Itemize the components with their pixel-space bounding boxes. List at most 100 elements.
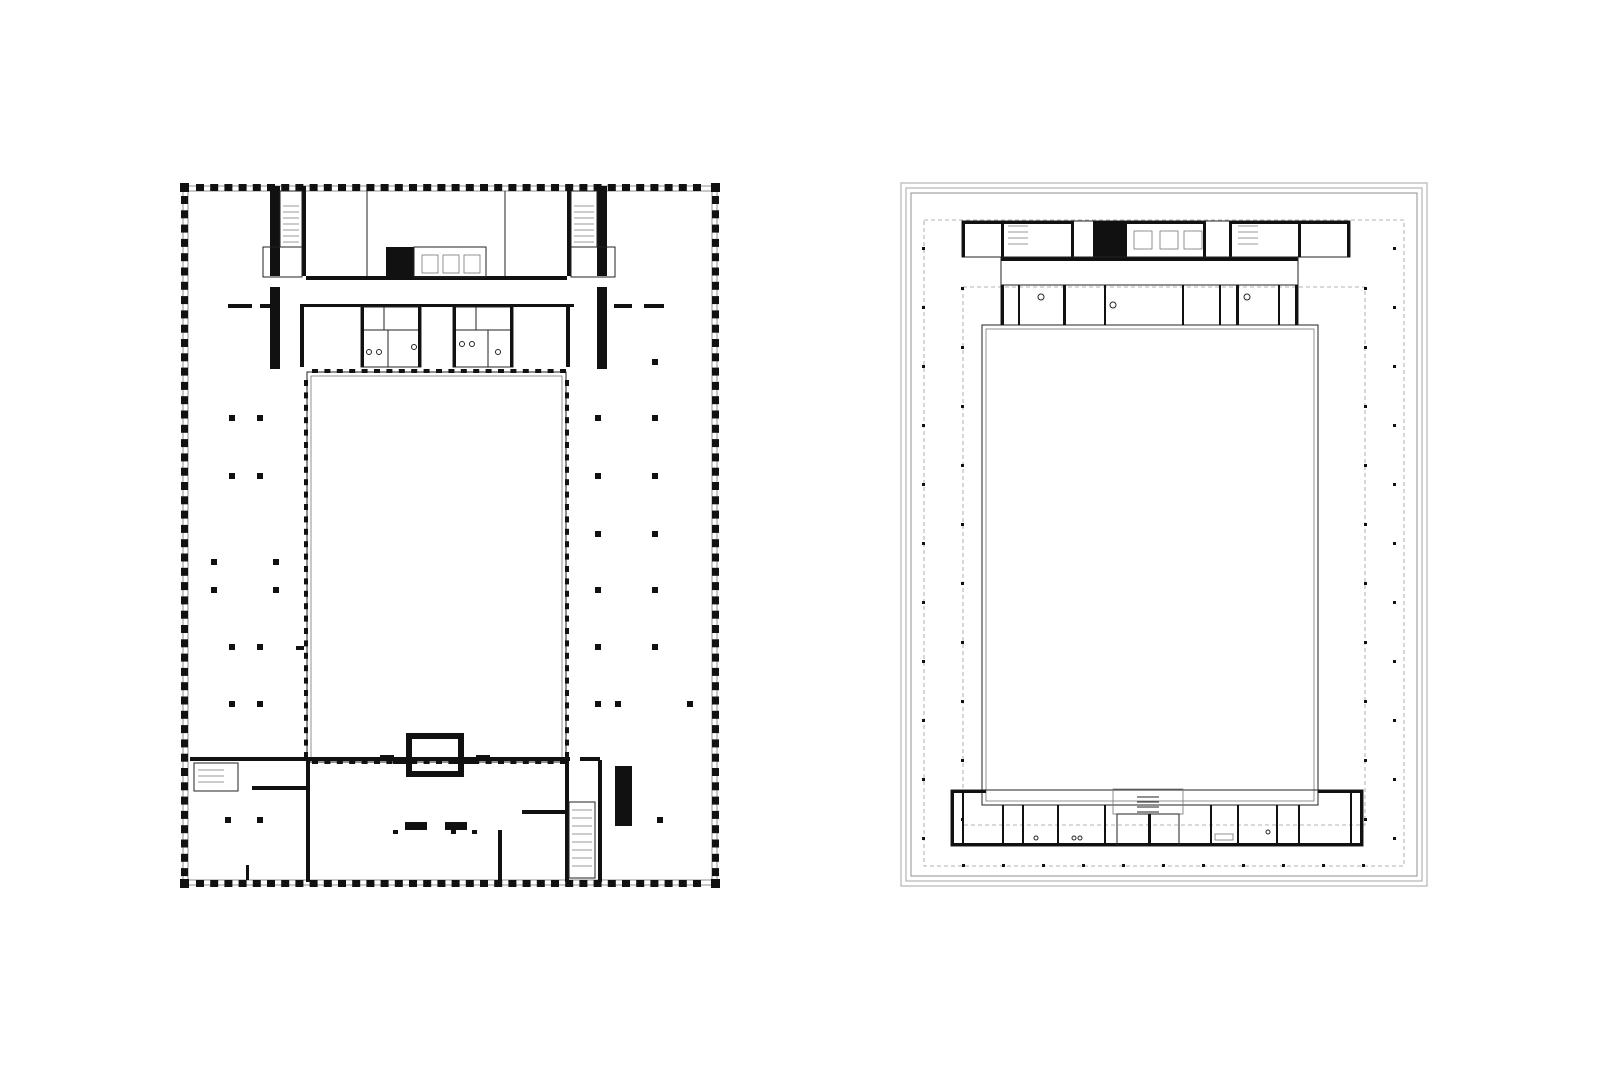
column xyxy=(257,817,263,823)
stair-west xyxy=(193,762,239,792)
column xyxy=(257,415,263,421)
pier-north xyxy=(678,184,687,191)
pier-east xyxy=(712,210,719,219)
gallery-column-east xyxy=(1364,818,1367,821)
pier-north xyxy=(664,184,673,191)
court-pier-west xyxy=(304,615,308,622)
roof-column-west xyxy=(922,306,925,309)
inner-wall-line xyxy=(187,190,713,881)
pier-south xyxy=(664,880,673,887)
gallery-edge-dashed xyxy=(962,286,1366,826)
column xyxy=(595,587,601,593)
pier-east xyxy=(712,267,719,276)
pier-west xyxy=(181,267,188,276)
parapet-line xyxy=(910,192,1418,877)
court-pier-east xyxy=(565,727,569,734)
pier-south xyxy=(437,880,446,887)
court-pier-south xyxy=(560,760,566,764)
court-pier-west xyxy=(304,566,308,572)
court-pier-west xyxy=(304,528,308,535)
pier-south xyxy=(678,880,687,887)
gallery-column-east xyxy=(1364,641,1367,644)
gallery-column-west xyxy=(961,405,964,408)
roof-column-east xyxy=(1393,483,1396,486)
court-pier-east xyxy=(565,442,569,448)
roof-column-south xyxy=(1282,864,1285,867)
pier-east xyxy=(712,582,719,591)
pier-west xyxy=(181,696,188,705)
pier-north xyxy=(650,184,659,191)
pier-north xyxy=(579,184,588,191)
interior-columns xyxy=(211,359,693,823)
court-pier-south xyxy=(374,760,380,764)
pier-south xyxy=(465,880,474,887)
gallery-column-east xyxy=(1364,700,1367,703)
pier-west xyxy=(181,310,188,319)
corner-pier xyxy=(711,879,720,888)
roof-column-south xyxy=(1242,864,1245,867)
court-pier-north xyxy=(361,369,368,373)
pier-south xyxy=(636,880,645,887)
pier-west xyxy=(181,396,188,405)
pier-east xyxy=(712,367,719,376)
restroom-west xyxy=(360,306,422,368)
pier-north xyxy=(409,184,417,191)
pier-east xyxy=(712,696,719,705)
roof-column-south xyxy=(1002,864,1005,867)
roof-column-east xyxy=(1393,247,1396,250)
pier-south xyxy=(565,880,574,887)
pier-north xyxy=(309,184,318,191)
pier-east xyxy=(712,496,719,505)
court-pier-south xyxy=(498,760,504,764)
court-pier-east xyxy=(565,566,569,572)
roof-column-south xyxy=(962,864,965,867)
gallery-column-west xyxy=(961,582,964,585)
roof-column-south xyxy=(1082,864,1085,867)
slab-edge-dashed xyxy=(923,219,1405,867)
court-pier-east xyxy=(565,454,569,461)
roof-column-east xyxy=(1393,719,1396,722)
court-pier-east xyxy=(565,541,569,548)
court-pier-east xyxy=(565,578,569,585)
pier-west xyxy=(181,467,188,476)
gallery-column-west xyxy=(961,346,964,349)
court-pier-south xyxy=(423,760,430,764)
roof-column-west xyxy=(922,778,925,781)
court-pier-west xyxy=(304,578,308,585)
court-pier-west xyxy=(304,714,308,721)
court-pier-east xyxy=(565,677,569,684)
pier-north xyxy=(451,184,460,191)
pier-south xyxy=(394,880,403,887)
pier-south xyxy=(409,880,417,887)
pier-east xyxy=(712,196,719,204)
pier-west xyxy=(181,367,188,376)
gallery-column-east xyxy=(1364,523,1367,526)
roof-columns xyxy=(922,247,1396,867)
court-pier-west xyxy=(304,417,308,424)
pier-east xyxy=(712,853,719,862)
court-pier-north xyxy=(312,369,318,373)
court-pier-east xyxy=(565,479,569,486)
court-pier-east xyxy=(565,714,569,721)
gallery-column-west xyxy=(961,759,964,762)
pier-south xyxy=(238,880,247,887)
pier-east xyxy=(712,224,719,233)
court-pier-north xyxy=(324,369,331,373)
restroom-east xyxy=(452,306,514,368)
roof-column-east xyxy=(1393,424,1396,427)
court-pier-north xyxy=(411,369,418,373)
entrance-vestibule xyxy=(406,733,464,777)
pier-west xyxy=(181,524,188,533)
pier-south xyxy=(281,880,290,887)
court-pier-east xyxy=(565,640,569,647)
pier-west xyxy=(181,725,188,734)
pier-west xyxy=(181,596,188,605)
roof-column-east xyxy=(1393,601,1396,604)
pier-west xyxy=(181,768,188,776)
court-pier-west xyxy=(304,429,308,436)
court-pier-east xyxy=(565,516,569,523)
pier-north xyxy=(551,184,559,191)
column xyxy=(273,587,279,593)
court-pier-south xyxy=(436,760,442,764)
pier-south xyxy=(693,880,701,887)
